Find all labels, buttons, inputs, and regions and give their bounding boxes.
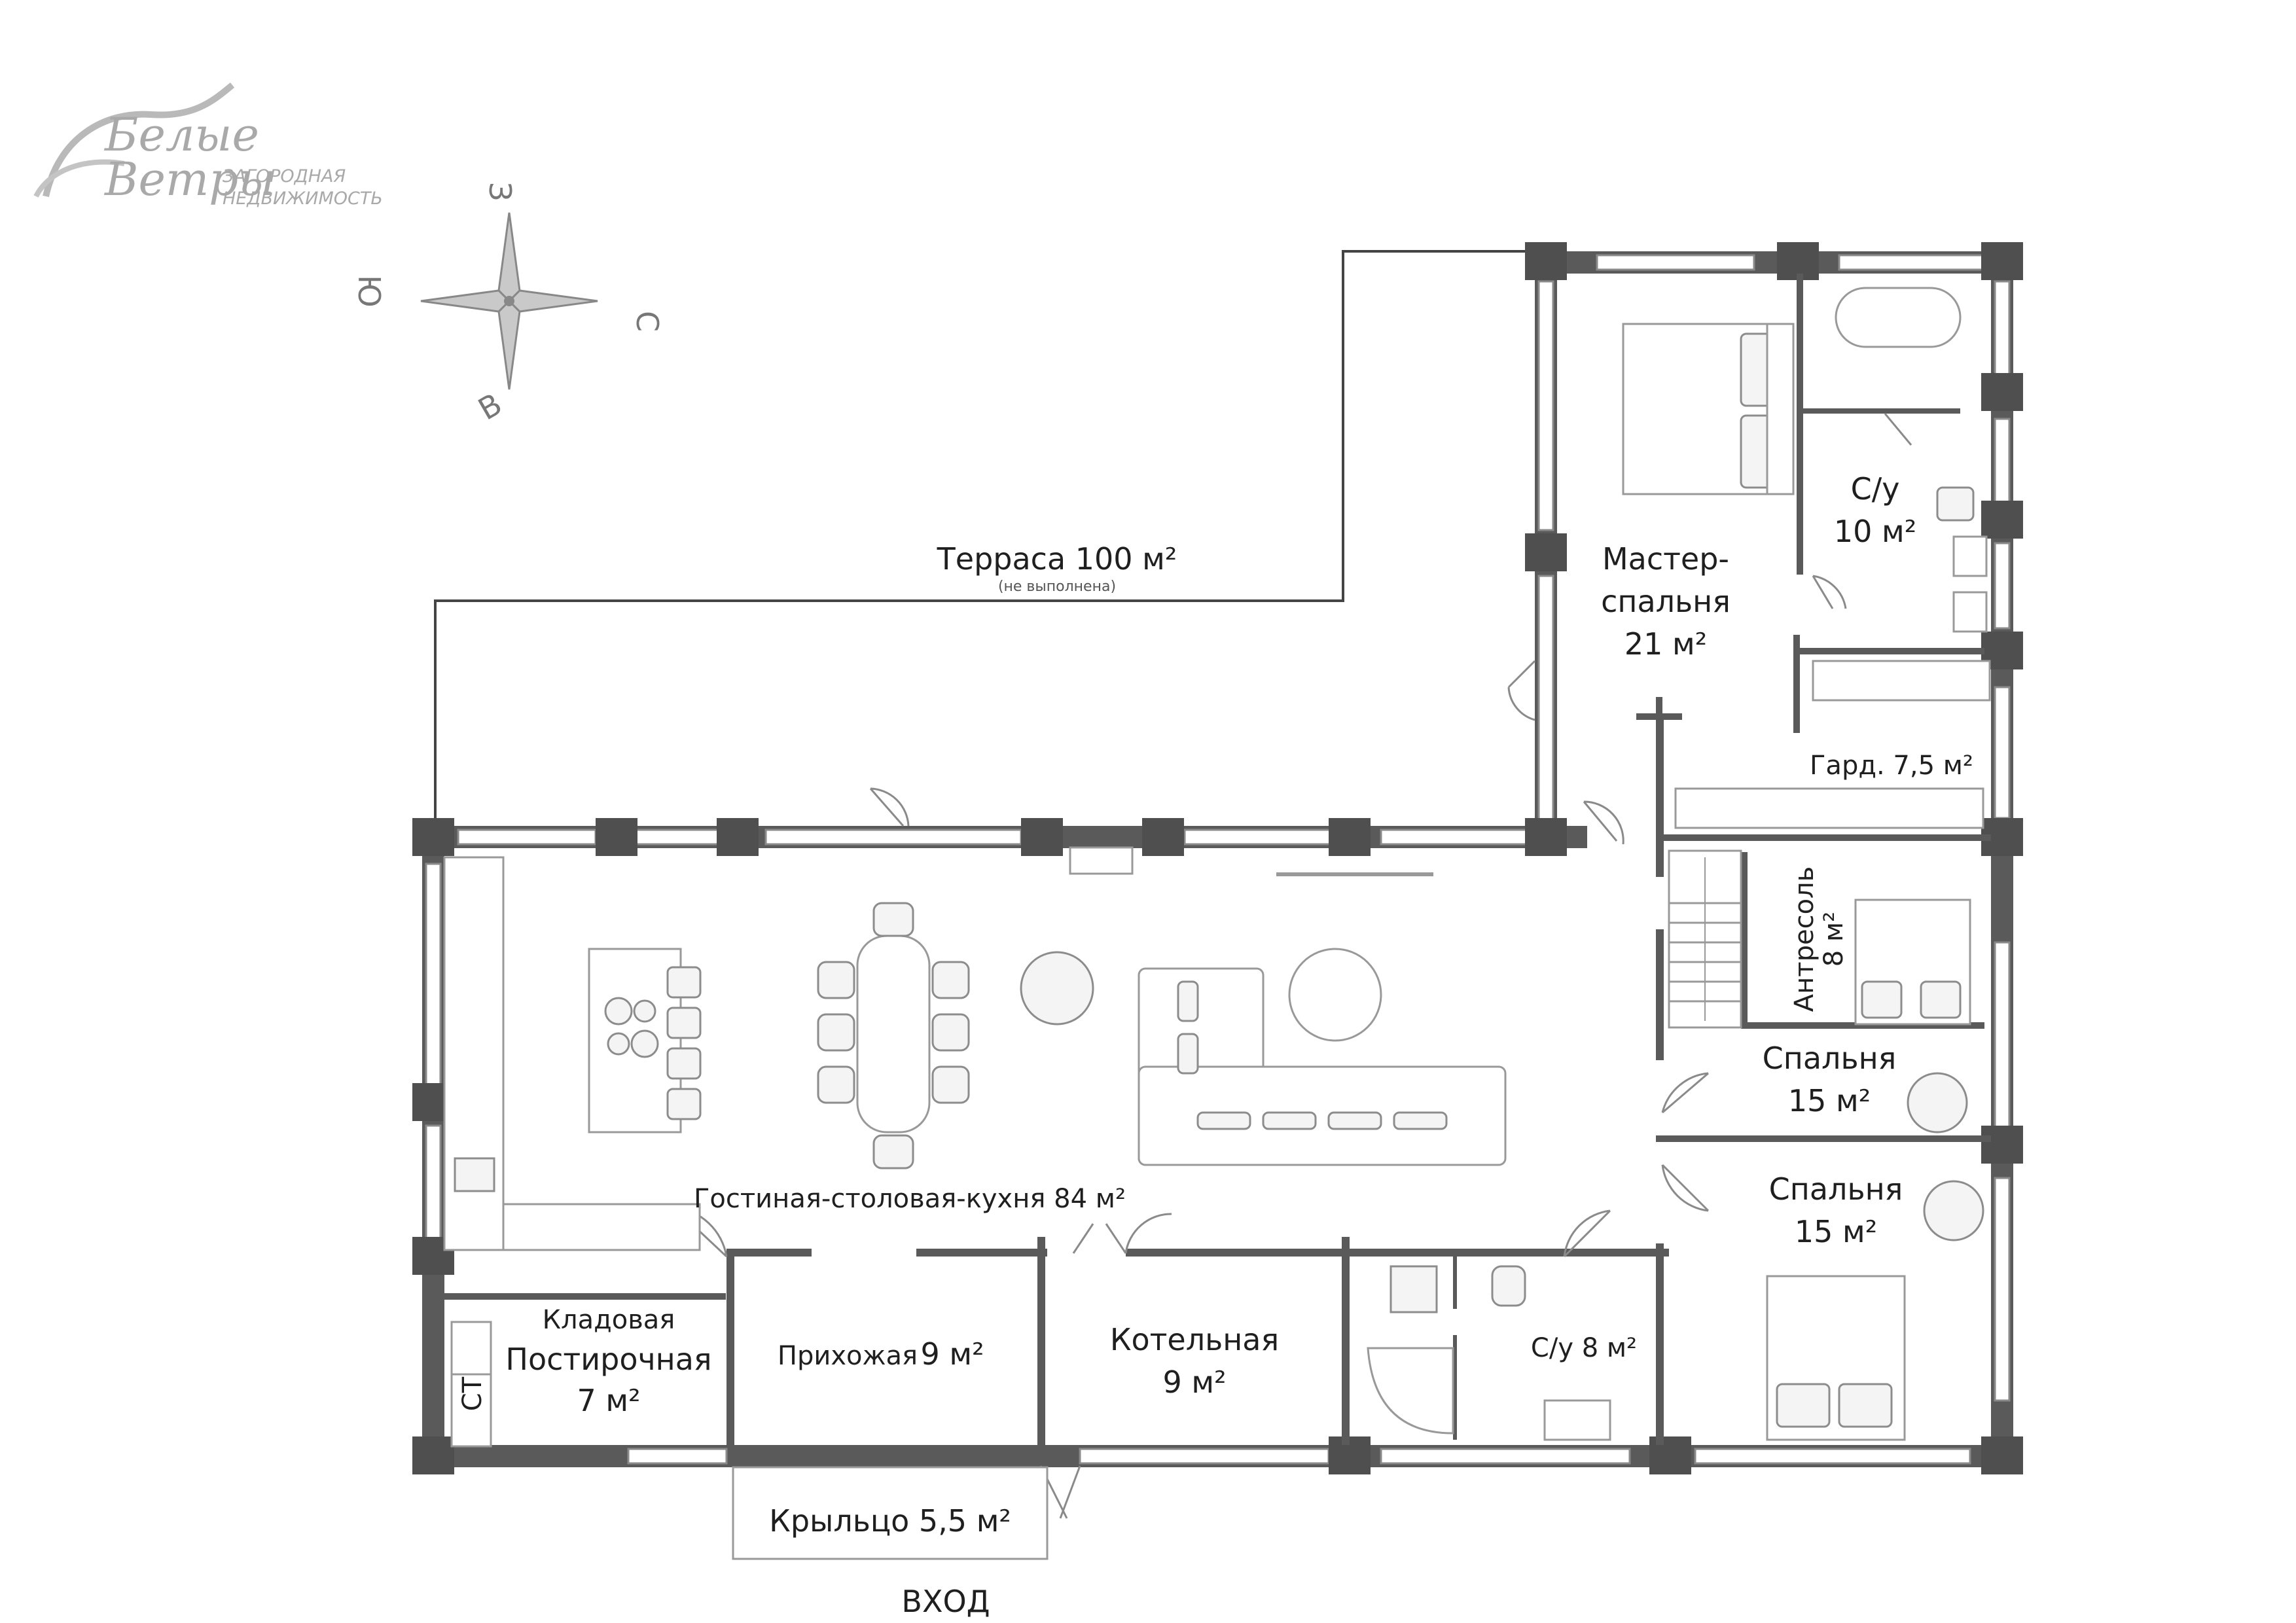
bedroom-2-label: Спальня [1769, 1171, 1903, 1207]
dining-table [856, 935, 931, 1133]
terrace-outline [434, 250, 1545, 826]
compass-label-west: З [482, 182, 518, 202]
wardrobe-label: Гард. 7,5 м² [1810, 751, 1973, 781]
logo-word-2: Ветры [103, 152, 276, 206]
hall-area: 9 м² [920, 1336, 984, 1372]
porch-deck [732, 1466, 1049, 1560]
living-room-label: Гостиная-столовая-кухня 84 м² [694, 1184, 1126, 1214]
door-swings [673, 413, 1912, 1519]
bathtub-icon [1835, 287, 1962, 348]
entrance-label: ВХОД [901, 1584, 990, 1619]
armchair-icon [1923, 1180, 1984, 1241]
exterior-walls [422, 251, 2013, 1467]
compass-ray-east [497, 299, 521, 390]
corner-bath-icon [1367, 1347, 1454, 1435]
washbasin-icon [1543, 1399, 1611, 1441]
kitchen-sink-icon [454, 1157, 495, 1192]
logo-word-1: Белые [103, 108, 259, 162]
furniture [443, 287, 1991, 1560]
wardrobe-rail [1812, 660, 1991, 702]
laundry-label: Постирочная [505, 1342, 711, 1377]
master-bath-label: С/у [1851, 471, 1900, 507]
room-labels: Терраса 100 м² (не выполнена) Мастер- сп… [457, 471, 1973, 1619]
compass-ray-west [497, 212, 521, 303]
compass-rose: З С Ю В [351, 182, 665, 427]
compass-label-east: В [473, 386, 508, 427]
master-bath-area: 10 м² [1834, 514, 1916, 549]
bedroom-1-area: 15 м² [1788, 1083, 1871, 1118]
bedroom-1-label: Спальня [1763, 1041, 1897, 1076]
armchair-icon [1020, 951, 1094, 1026]
bath-2-label: С/у 8 м² [1531, 1333, 1637, 1363]
bedroom-2-area: 15 м² [1795, 1214, 1877, 1249]
terrace-note: (не выполнена) [998, 579, 1116, 595]
compass-ray-south [420, 289, 511, 313]
compass-label-south: Ю [351, 275, 387, 308]
laundry-area: 7 м² [577, 1383, 640, 1418]
coffee-table [1288, 948, 1382, 1042]
master-bedroom-area: 21 м² [1624, 626, 1707, 662]
boiler-room-area: 9 м² [1162, 1364, 1226, 1400]
toilet-icon [1936, 486, 1975, 522]
logo-subtitle-2: НЕДВИЖИМОСТЬ [223, 188, 383, 209]
boiler-room-label: Котельная [1110, 1322, 1279, 1357]
hall-label: Прихожая [778, 1341, 918, 1371]
master-bedroom-label-1: Мастер- [1602, 541, 1729, 577]
terrace-label: Терраса 100 м² [937, 541, 1177, 577]
compass-label-north: С [630, 311, 665, 332]
washbasin-icon [1952, 535, 1988, 577]
armchair-icon [1907, 1072, 1968, 1133]
cooktop-icon [604, 997, 633, 1026]
washing-machine [450, 1373, 492, 1448]
toilet-icon [1491, 1265, 1526, 1307]
structural-posts [412, 242, 2023, 1474]
company-logo: Белые Ветры ЗАГОРОДНАЯ НЕДВИЖИМОСТЬ [33, 82, 383, 209]
mezzanine-label: Антресоль [1789, 866, 1820, 1012]
compass-ray-north [507, 289, 598, 313]
pantry-label: Кладовая [543, 1305, 675, 1335]
laundry-tag: СТ [457, 1376, 488, 1411]
porch-label: Крыльцо 5,5 м² [769, 1503, 1011, 1539]
interior-walls [444, 274, 1991, 1445]
fireplace [1069, 846, 1134, 875]
stairs [1668, 849, 1742, 1029]
logo-subtitle-1: ЗАГОРОДНАЯ [223, 166, 346, 187]
mezzanine-area: 8 м² [1819, 912, 1849, 967]
master-bedroom-label-2: спальня [1601, 584, 1731, 619]
